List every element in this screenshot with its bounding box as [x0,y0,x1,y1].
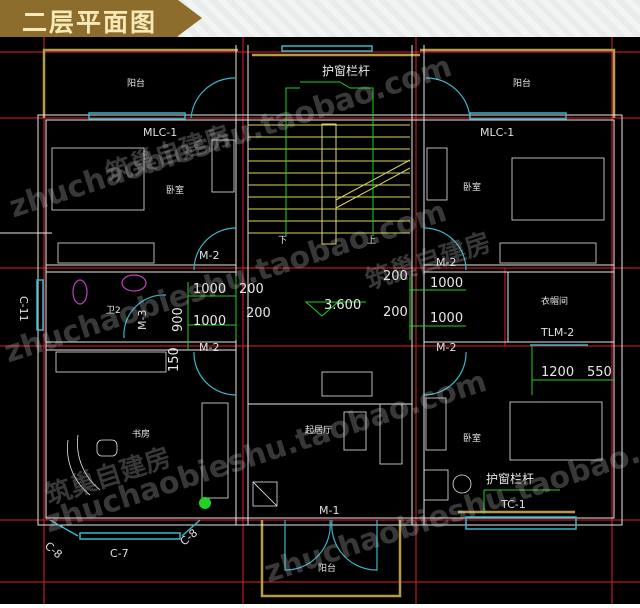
code-m2-e: M-2 [436,341,456,354]
code-c8-right: C-8 [178,526,201,548]
door-swings [123,77,471,571]
room-label-balcony-ne: 阳台 [513,77,531,89]
code-m2-nw: M-2 [199,249,219,262]
code-tlm2: TLM-2 [540,326,574,339]
code-mlc-left: MLC-1 [143,126,177,139]
dim-left-200-top: 200 [239,282,264,297]
room-label-study: 书房 [132,428,150,440]
title-tab: 二层平面图 [0,0,178,37]
room-label-balcony-s: 阳台 [318,562,336,574]
plant-icon [199,497,211,509]
code-tc1: TC-1 [500,498,526,511]
dim-closet-550: 550 [587,365,612,380]
dim-right-200-top: 200 [383,269,408,284]
code-m3: M-3 [136,310,149,330]
stair-arrows [285,81,374,236]
room-label-balcony-nw: 阳台 [127,77,145,89]
dim-left-150: 150 [167,347,182,372]
stair-railing-label: 护窗栏杆 [322,63,370,78]
dim-left-1000-bottom: 1000 [193,314,226,329]
windows [36,45,588,540]
code-mlc-right: MLC-1 [480,126,514,139]
floor-plan-canvas: 阳台 阳台 卧室 卧室 卫2 衣帽间 书房 起居厅 卧室 阳台 护窗栏杆 下 上… [0,37,640,604]
room-label-closet: 衣帽间 [541,295,568,307]
title-arrow [178,0,202,36]
code-m2-w: M-2 [199,341,219,354]
dim-left-1000-top: 1000 [193,282,226,297]
code-c11: C-11 [17,296,30,322]
page-title: 二层平面图 [22,8,158,37]
room-label-bedroom-nw: 卧室 [166,184,184,196]
furniture [51,139,605,507]
room-label-bedroom-ne: 卧室 [463,181,481,193]
sanitary-fixtures [72,274,147,305]
room-label-living: 起居厅 [305,425,332,436]
code-c7: C-7 [110,547,129,560]
stair-down-label: 下 [278,236,287,246]
dim-closet-1200: 1200 [541,365,574,380]
code-c8-left: C-8 [42,539,65,561]
code-m1: M-1 [319,504,339,517]
stair-up-label: 上 [367,235,376,246]
staircase [248,123,411,245]
walls [0,45,623,526]
se-railing-label: 护窗栏杆 [486,471,534,486]
dim-right-1000-bottom: 1000 [430,311,463,326]
elevation-mark: 3.600 [324,298,361,313]
code-m2-ne: M-2 [436,256,456,269]
dim-left-200-bottom: 200 [246,306,271,321]
dim-left-900: 900 [171,307,186,332]
dim-right-1000-top: 1000 [430,276,463,291]
room-label-bathroom: 卫2 [106,306,121,316]
dim-right-200-bottom: 200 [383,305,408,320]
balcony-walls [42,48,616,598]
floor-plan-drawing: 阳台 阳台 卧室 卧室 卫2 衣帽间 书房 起居厅 卧室 阳台 护窗栏杆 下 上… [0,37,640,604]
room-label-bedroom-se: 卧室 [463,432,481,444]
axis-grid [0,37,640,604]
dimension-lines [187,276,614,514]
